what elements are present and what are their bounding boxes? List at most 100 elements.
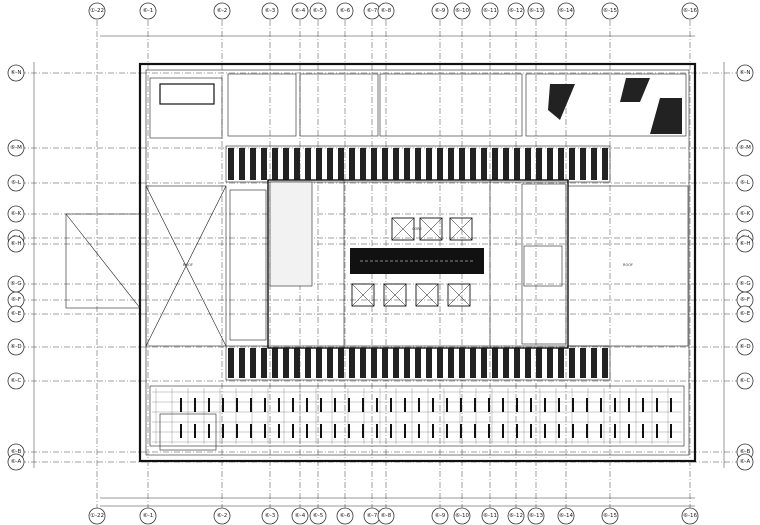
svg-text:⑥-F: ⑥-F (11, 297, 21, 303)
corridor-slat (283, 348, 289, 378)
svg-text:⑥-E: ⑥-E (740, 311, 751, 317)
svg-text:⑥-9: ⑥-9 (435, 513, 446, 519)
elevator-car (419, 217, 443, 241)
desk-mark (460, 424, 462, 438)
corridor-slat (393, 348, 399, 378)
bottom-axis-bubble-3: ⑥-3 (261, 507, 279, 525)
svg-text:⑥-10: ⑥-10 (455, 513, 469, 519)
corridor-slat (580, 348, 586, 378)
desk-mark (334, 424, 336, 438)
bottom-axis-bubble-16: ⑥-16 (681, 507, 699, 525)
east-west-wings: ROOF ROOF (65, 185, 689, 347)
svg-text:⑥-6: ⑥-6 (340, 513, 351, 519)
top-axis-bubble-8: ⑥-8 (377, 2, 395, 20)
desk-mark (222, 398, 224, 412)
desk-mark (278, 424, 280, 438)
bottom-axis-bubble-0: ①-22 (88, 507, 106, 525)
left-axis-bubble-3: ⑥-K (7, 205, 25, 223)
corridor-slat (349, 148, 355, 180)
desk-mark (586, 424, 588, 438)
corridor-slat (283, 148, 289, 180)
corridor-slat (371, 348, 377, 378)
svg-text:⑥-L: ⑥-L (740, 180, 751, 186)
desk-mark (558, 424, 560, 438)
right-axis-bubble-5: ⑥-H (736, 235, 754, 253)
corridor-slat (327, 148, 333, 180)
desk-mark (432, 398, 434, 412)
corridor-slat (360, 348, 366, 378)
bottom-axis-bubble-2: ⑥-2 (213, 507, 231, 525)
north-rooms (149, 73, 687, 139)
corridor-slat (514, 348, 520, 378)
bottom-axis-bubble-12: ⑥-12 (507, 507, 525, 525)
svg-text:⑥-2: ⑥-2 (217, 8, 227, 14)
grid-axis-lines (20, 20, 740, 510)
svg-text:⑥-1: ⑥-1 (143, 513, 153, 519)
left-axis-bubble-6: ⑥-G (7, 275, 25, 293)
svg-text:⑥-L: ⑥-L (11, 180, 22, 186)
elevator-car (447, 283, 471, 307)
desk-mark (404, 398, 406, 412)
top-axis-bubble-15: ⑥-15 (601, 2, 619, 20)
svg-text:⑥-D: ⑥-D (739, 344, 750, 350)
corridor-slat (448, 148, 454, 180)
desk-mark (544, 424, 546, 438)
desk-mark (614, 398, 616, 412)
corridor-slat (525, 348, 531, 378)
desk-mark (208, 424, 210, 438)
left-wing-label: ROOF (183, 263, 193, 267)
desk-mark (516, 398, 518, 412)
corridor-slat (602, 348, 608, 378)
svg-text:⑥-C: ⑥-C (11, 378, 22, 384)
corridor-slat (316, 348, 322, 378)
corridor-slat (305, 348, 311, 378)
right-axis-bubble-8: ⑥-E (736, 305, 754, 323)
desk-mark (292, 424, 294, 438)
top-axis-bubble-1: ⑥-1 (139, 2, 157, 20)
left-axis-bubble-5: ⑥-H (7, 235, 25, 253)
right-axis-bubble-1: ⑥-M (736, 139, 754, 157)
right-axis-bubble-6: ⑥-G (736, 275, 754, 293)
corridor-slat (294, 148, 300, 180)
corridor-slat (492, 148, 498, 180)
bottom-axis-bubble-9: ⑥-9 (431, 507, 449, 525)
top-axis-bubble-9: ⑥-9 (431, 2, 449, 20)
left-axis-bubble-1: ⑥-M (7, 139, 25, 157)
svg-text:⑥-8: ⑥-8 (381, 513, 392, 519)
corridor-slat (272, 148, 278, 180)
corridor-slat (547, 348, 553, 378)
desk-mark (628, 398, 630, 412)
corridor-slat (360, 148, 366, 180)
desk-mark (320, 424, 322, 438)
desk-mark (474, 398, 476, 412)
top-axis-bubble-12: ⑥-12 (507, 2, 525, 20)
svg-text:⑥-A: ⑥-A (740, 459, 751, 465)
corridor-slat (558, 148, 564, 180)
desk-mark (670, 398, 672, 412)
corridor-slat (503, 348, 509, 378)
desk-mark (362, 424, 364, 438)
desk-mark (362, 398, 364, 412)
left-axis-bubble-8: ⑥-E (7, 305, 25, 323)
corridor-slat (470, 348, 476, 378)
corridor-slat (580, 148, 586, 180)
svg-text:⑥-E: ⑥-E (11, 311, 22, 317)
corridor-slat (239, 148, 245, 180)
desk-mark (656, 398, 658, 412)
svg-text:⑥-10: ⑥-10 (455, 8, 469, 14)
corridor-slat (261, 348, 267, 378)
bottom-axis-bubble-8: ⑥-8 (377, 507, 395, 525)
svg-text:⑥-16: ⑥-16 (683, 8, 697, 14)
svg-text:⑥-7: ⑥-7 (367, 8, 378, 14)
right-axis-bubble-9: ⑥-D (736, 338, 754, 356)
desk-mark (292, 398, 294, 412)
corridor-slat (316, 148, 322, 180)
corridor-slat (239, 348, 245, 378)
elevator-shafts (351, 217, 473, 307)
top-axis-bubble-14: ⑥-14 (557, 2, 575, 20)
desk-mark (460, 398, 462, 412)
desk-mark (376, 398, 378, 412)
desk-mark (558, 398, 560, 412)
desk-mark (488, 398, 490, 412)
corridor-slat (514, 148, 520, 180)
